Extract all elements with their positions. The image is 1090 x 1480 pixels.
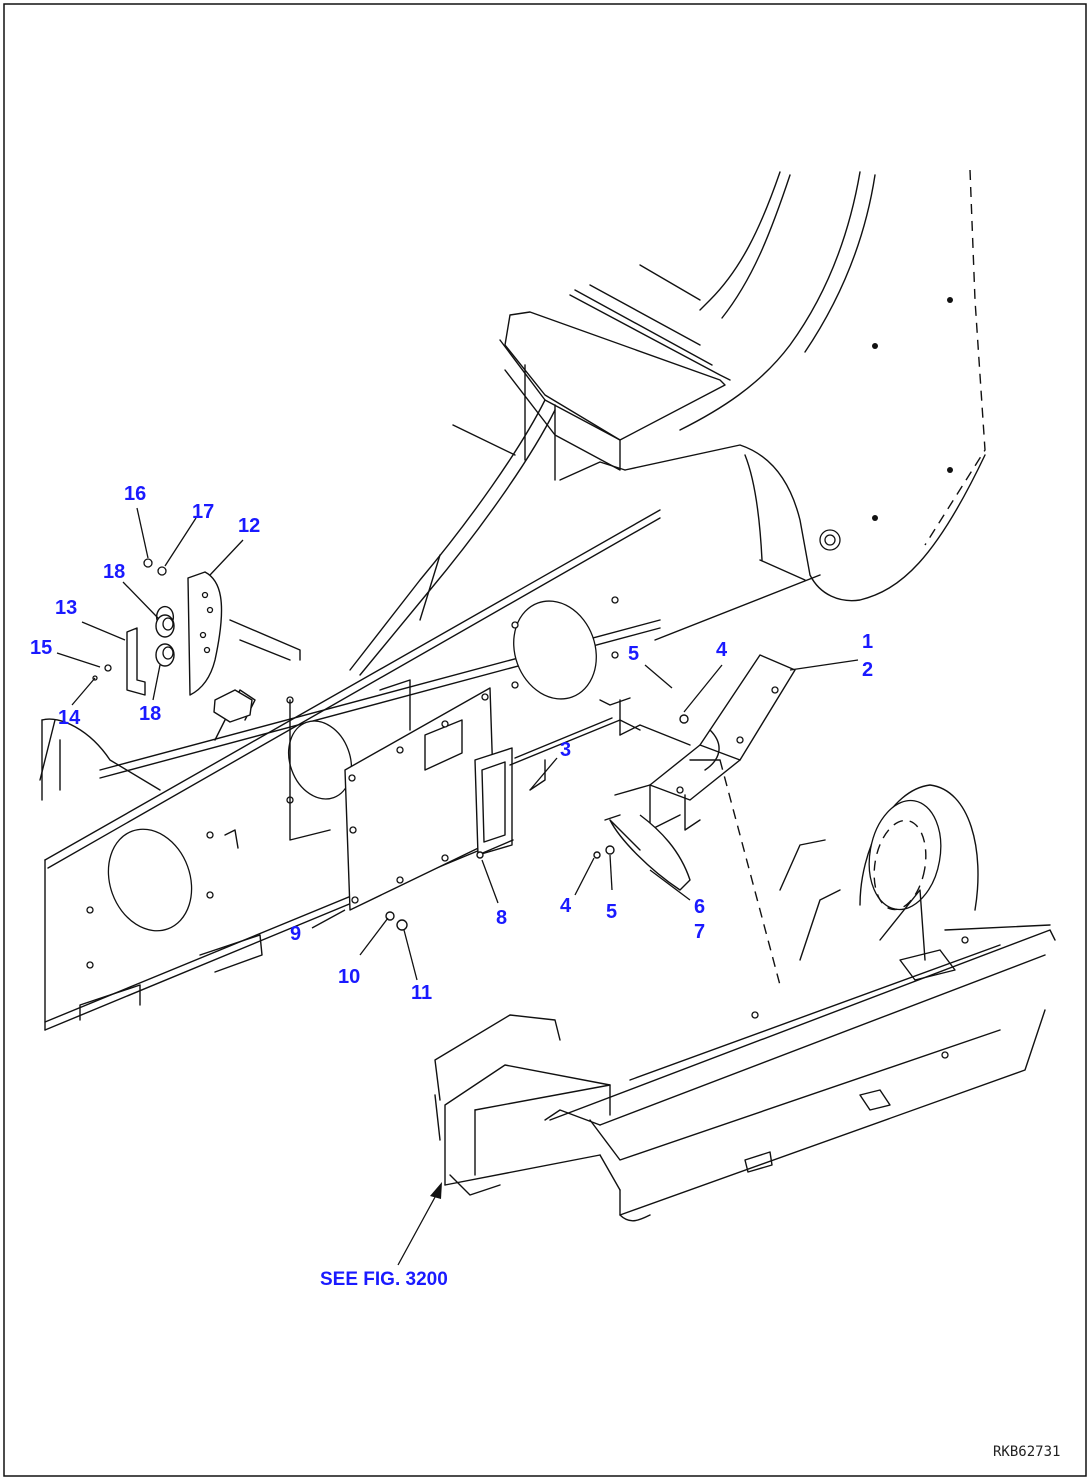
callout-5-lower: 5 [606,901,617,923]
see-figure-reference: SEE FIG. 3200 [320,1269,448,1290]
callout-13: 13 [55,597,77,619]
callout-16: 16 [124,483,146,505]
callout-15: 15 [30,637,52,659]
cover-plate [344,679,496,911]
callout-18-upper: 18 [103,561,125,583]
sheet-border [3,3,1087,1477]
callout-18-lower: 18 [139,703,161,725]
callout-6: 6 [694,896,705,918]
callout-14: 14 [58,707,81,729]
cover-6-7 [604,784,691,891]
callout-10: 10 [338,966,360,988]
callout-labels: 1 2 3 4 5 4 5 6 7 8 9 10 11 12 13 14 15 … [30,483,1060,1460]
callout-2: 2 [862,659,873,681]
callout-9: 9 [290,923,301,945]
step-bracket [619,654,796,831]
callout-1: 1 [862,631,873,653]
callout-4-upper: 4 [716,639,728,661]
drawing-code: RKB62731 [993,1444,1060,1460]
callout-17: 17 [192,501,214,523]
pivot-bracket-assembly [92,558,301,723]
upper-frame [349,169,986,676]
callout-11: 11 [411,982,432,1004]
callout-leaders [56,507,859,1266]
callout-7: 7 [694,921,705,943]
callout-12: 12 [238,515,260,537]
callout-5-upper: 5 [628,643,639,665]
small-cover [474,747,514,856]
hardware-bolts [385,714,689,931]
callout-8: 8 [496,907,507,929]
chassis-frame-rail [39,509,661,1031]
callout-4-lower: 4 [560,895,572,917]
callout-3: 3 [560,739,571,761]
lower-rear-frame [434,759,1056,1222]
